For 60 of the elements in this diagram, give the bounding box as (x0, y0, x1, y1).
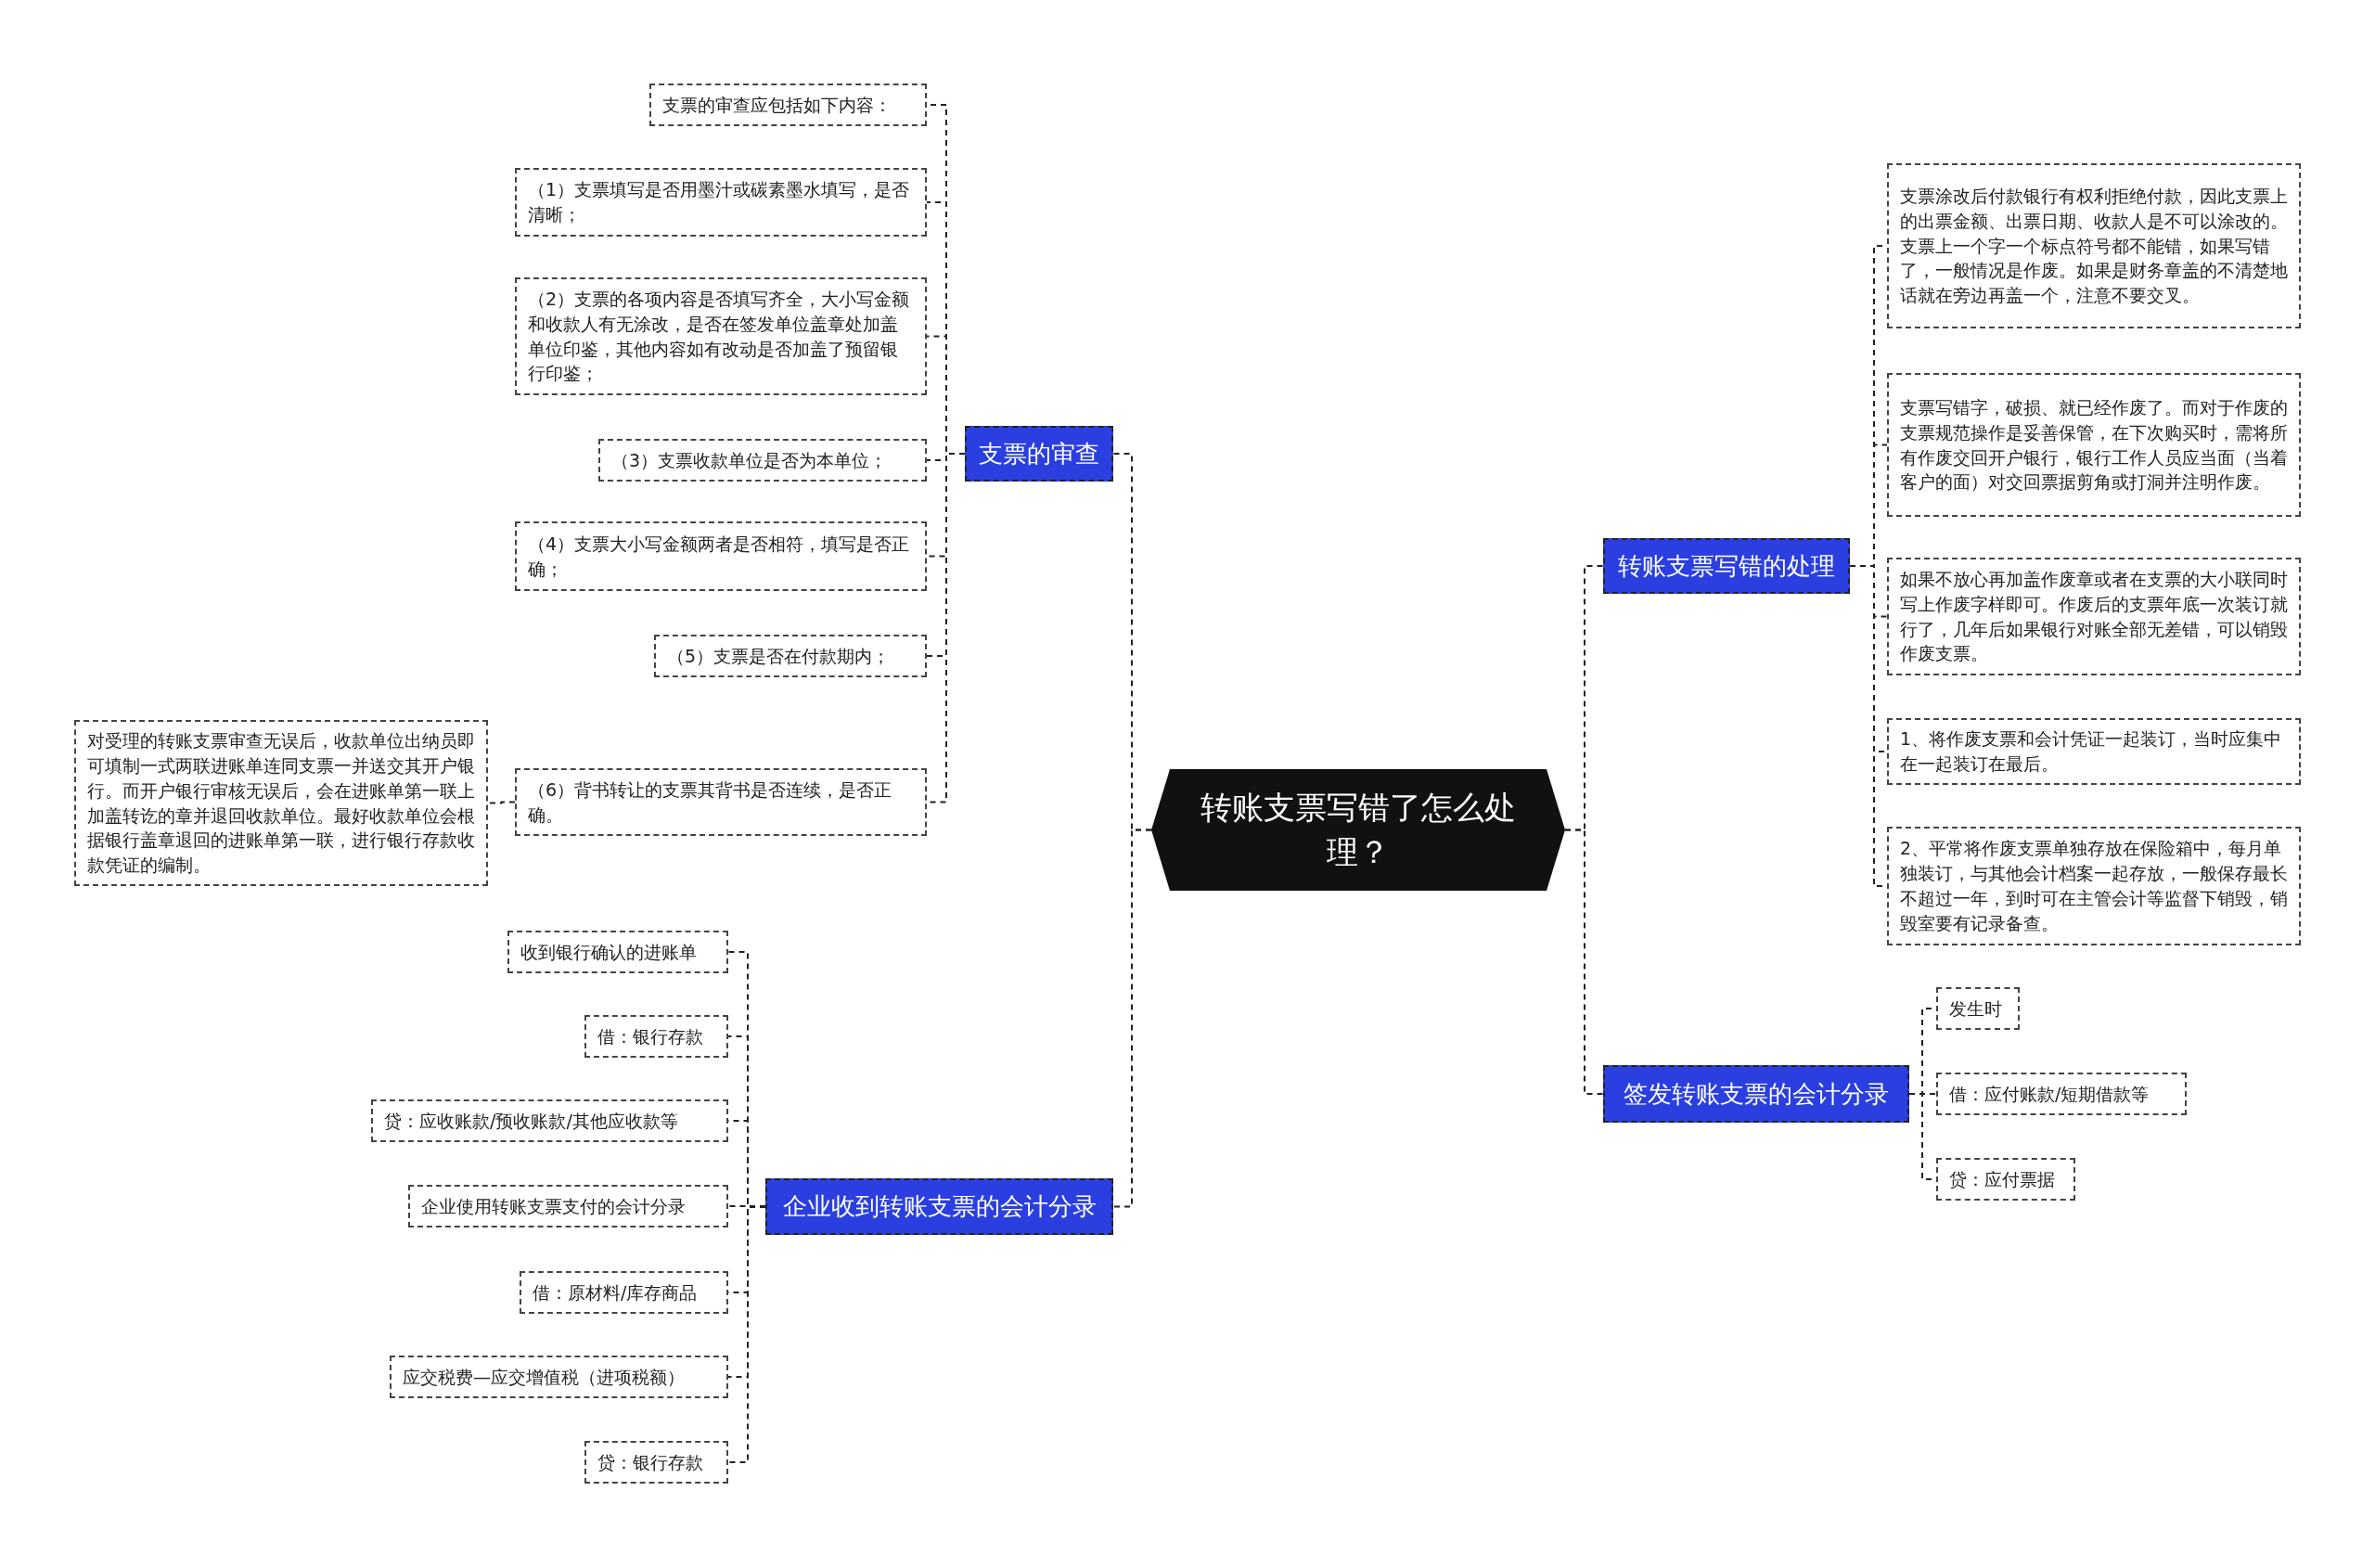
subtopic-box (584, 1441, 728, 1484)
subtopic-text: 支票涂改后付款银行有权利拒绝付款，因此支票上的出票金额、出票日期、收款人是不可以涂改的。支票上一个字一个标点符号都不能错，如果写错了，一般情况是作废。如果是财务章盖的不清楚地话就在旁边再盖一个，注意不要交叉。 (1900, 184, 2288, 308)
subtopic-box (1887, 373, 2301, 517)
subtopic-text: 发生时 (1949, 996, 2002, 1021)
subtopic-text: 1、将作废支票和会计凭证一起装订，当时应集中在一起装订在最后。 (1900, 727, 2283, 776)
subtopic-box (390, 1356, 728, 1398)
subtopic-text: （2）支票的各项内容是否填写齐全，大小写金额和收款人有无涂改，是否在签发单位盖章处加盖单位印鉴，其他内容如有改动是否加盖了预留银行印鉴； (528, 287, 911, 386)
subtopic-box (1936, 1158, 2075, 1201)
subtopic-text: （1）支票填写是否用墨汁或碳素墨水填写，是否清晰； (528, 178, 911, 226)
branch-topic-box (965, 426, 1113, 482)
subtopic-text: 对受理的转账支票审查无误后，收款单位出纳员即可填制一式两联进账单连同支票一并送交其开户银行。而开户银行审核无误后，会在进账单第一联上加盖转讫的章并退回收款单位。最好收款单位会根据银行盖章退回的进账单第一联，进行银行存款收款凭证的编制。 (87, 728, 475, 878)
connector-line (1112, 829, 1152, 1208)
connector-line (487, 801, 516, 804)
subtopic-box (515, 277, 927, 395)
connector-line (727, 1205, 766, 1463)
central-topic-text: 转账支票写错了怎么处理？ (1200, 787, 1517, 872)
subtopic-text: 支票的审查应包括如下内容： (662, 93, 892, 117)
connector-line (1564, 829, 1604, 1095)
subtopic-box (520, 1271, 728, 1314)
subtopic-box (507, 931, 728, 973)
subtopic-text: （3）支票收款单位是否为本单位； (611, 448, 888, 472)
subtopic-text: 应交税费—应交增值税（进项税额） (403, 1365, 685, 1389)
subtopic-text: 支票写错字，破损、就已经作废了。而对于作废的支票规范操作是妥善保管，在下次购买时，需将所有作废交回开户银行，银行工作人员应当面（当着客户的面）对交回票据剪角或打洞并注明作废。 (1900, 395, 2288, 495)
subtopic-box (649, 84, 927, 126)
subtopic-box (515, 768, 927, 836)
subtopic-box (74, 720, 488, 886)
subtopic-box (598, 439, 927, 482)
subtopic-text: （5）支票是否在付款期内； (667, 644, 891, 668)
branch-topic-text: 支票的审查 (979, 438, 1099, 469)
subtopic-text: 如果不放心再加盖作废章或者在支票的大小联同时写上作废字样即可。作废后的支票年底一次装订就行了，几年后如果银行对账全部无差错，可以销毁作废支票。 (1900, 567, 2288, 666)
subtopic-box (371, 1099, 728, 1142)
subtopic-text: 收到银行确认的进账单 (520, 940, 697, 964)
subtopic-text: 借：原材料/库存商品 (533, 1280, 698, 1305)
central-topic (1151, 769, 1565, 891)
subtopic-text: 贷：银行存款 (597, 1450, 703, 1474)
subtopic-text: （6）背书转让的支票其背书是否连续，是否正确。 (528, 778, 893, 827)
branch-topic-text: 转账支票写错的处理 (1618, 550, 1835, 582)
branch-topic-text: 签发转账支票的会计分录 (1624, 1078, 1889, 1110)
subtopic-text: 2、平常将作废支票单独存放在保险箱中，每月单独装订，与其他会计档案一起存放，一般保存最长不超过一年，到时可在主管会计等监督下销毁，销毁室要有记录备查。 (1900, 837, 2288, 935)
subtopic-box (1887, 718, 2301, 785)
subtopic-text: （4）支票大小写金额两者是否相符，填写是否正确； (528, 532, 911, 581)
branch-topic-box (1603, 1065, 1909, 1123)
subtopic-text: 借：应付账款/短期借款等 (1949, 1082, 2150, 1106)
subtopic-box (584, 1015, 728, 1058)
branch-topic-text: 企业收到转账支票的会计分录 (782, 1191, 1097, 1222)
subtopic-box (1936, 987, 2020, 1030)
subtopic-box (408, 1185, 728, 1227)
subtopic-box (1887, 558, 2301, 675)
branch-topic-box (1603, 538, 1850, 594)
branch-topic-box (765, 1178, 1113, 1235)
subtopic-text: 贷：应付票据 (1949, 1167, 2055, 1191)
subtopic-box (1936, 1073, 2187, 1115)
subtopic-box (515, 521, 927, 591)
subtopic-text: 贷：应收账款/预收账款/其他应收款等 (384, 1109, 678, 1133)
subtopic-text: 借：银行存款 (597, 1024, 703, 1048)
subtopic-box (1887, 163, 2301, 328)
subtopic-box (654, 635, 927, 677)
subtopic-box (1887, 827, 2301, 945)
subtopic-text: 企业使用转账支票支付的会计分录 (421, 1194, 686, 1218)
subtopic-box (515, 168, 927, 237)
